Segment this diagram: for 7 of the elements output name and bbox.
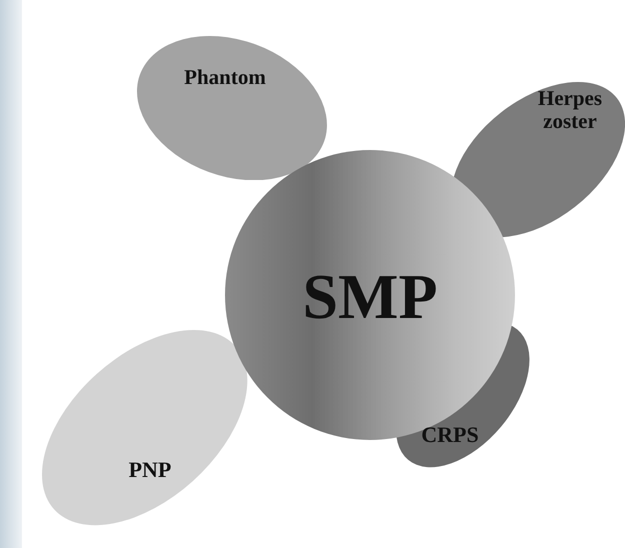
ellipse-region xyxy=(42,330,248,526)
region-label: SMP xyxy=(302,262,438,332)
region-label: Herpes zoster xyxy=(536,86,604,134)
ellipse-region xyxy=(137,36,327,180)
region-label: CRPS xyxy=(421,422,479,448)
region-label: Phantom xyxy=(184,66,266,90)
region-label: PNP xyxy=(128,458,172,482)
